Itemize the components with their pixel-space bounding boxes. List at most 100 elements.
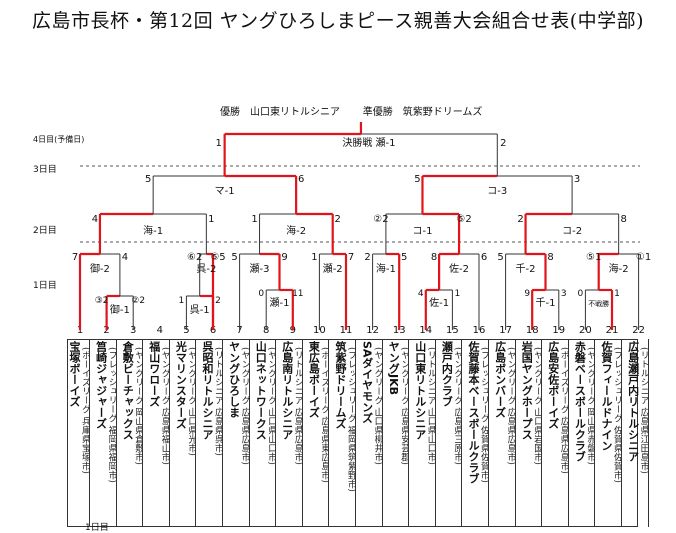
score-semi-right-left: 5 xyxy=(414,174,420,185)
team-column: 広島安佐ボーイズ(ボーイズリーグ 広島県広島市) xyxy=(547,339,569,527)
team-name: 広島南リトルシニア xyxy=(280,341,294,440)
team-table xyxy=(67,339,638,527)
score-p5-right: 3 xyxy=(561,289,567,299)
team-name: 広島ボンバーズ xyxy=(493,341,507,418)
team-column: SAダイヤモンズ(ヤングリーグ 山口県柳井市) xyxy=(361,339,383,527)
score-r2-right: ⑤5 xyxy=(210,252,225,263)
score-q1-left: 4 xyxy=(92,214,98,225)
team-number: 17 xyxy=(499,325,512,336)
team-league: (ヤングリーグ 山口県岩国市) xyxy=(532,347,543,465)
team-league: (ボーイズリーグ 広島県東広島市) xyxy=(319,347,330,483)
team-league: (フレッシュリーグ 福岡県福岡市) xyxy=(106,347,117,483)
team-number: 1 xyxy=(77,325,83,336)
team-league: (ヤングリーグ 広島県広島市) xyxy=(505,347,516,465)
team-name: 宝塚ボーイズ xyxy=(68,341,81,407)
score-semi-right-right: 3 xyxy=(574,174,580,185)
day-label-1: 1日目 xyxy=(33,280,57,291)
team-number: 10 xyxy=(313,325,326,336)
venue-q1: 海-1 xyxy=(143,224,163,237)
team-league: (ボーイズリーグ 広島県広島市) xyxy=(558,347,569,474)
page-title: 広島市長杯・第12回 ヤングひろしまピース親善大会組合せ表(中学部) xyxy=(31,10,645,32)
team-league: (フレッシュリーグ 福岡県筑紫野市) xyxy=(346,347,356,492)
team-number: 11 xyxy=(340,325,353,336)
team-league: (ヤングリーグ 広島県広島市) xyxy=(239,347,250,465)
team-number: 15 xyxy=(446,325,459,336)
team-number: 14 xyxy=(419,325,432,336)
team-column: 山口ネットワークス(ヤングリーグ 山口県山口市) xyxy=(254,339,277,527)
score-q2-right: 2 xyxy=(335,214,341,225)
final-venue: 決勝戦 瀬-1 xyxy=(342,136,395,149)
bottom-day-label: 1日目 xyxy=(85,523,109,533)
team-column: 佐賀フィールドナイン(フレッシュリーグ 佐賀県佐賀市) xyxy=(600,339,622,527)
team-column: 東広島ボーイズ(ボーイズリーグ 広島県東広島市) xyxy=(307,339,330,527)
team-name: 呉昭和リトルシニア xyxy=(201,341,214,440)
team-column: 筑紫野ドリームズ(フレッシュリーグ 福岡県筑紫野市) xyxy=(334,339,356,527)
team-column: ヤングJKB(ヤングリーグ 広島県安芸郡) xyxy=(387,339,410,527)
venue-q2: 海-2 xyxy=(286,224,306,237)
score-r8-right: ①1 xyxy=(636,252,651,263)
venue-p4: 佐-1 xyxy=(429,297,449,309)
score-r5-left: 2 xyxy=(364,252,370,263)
team-name: 岩国ヤングホープス xyxy=(520,341,534,440)
score-r2-left: ⑥2 xyxy=(187,252,202,263)
score-p1-right: ②2 xyxy=(131,296,145,306)
team-column: 広島ボンバーズ(ヤングリーグ 広島県広島市) xyxy=(494,339,516,527)
team-number: 6 xyxy=(210,325,216,336)
team-column: ヤングひろしま(ヤングリーグ 広島県広島市) xyxy=(228,339,250,527)
team-league: (ヤングリーグ 山口県光市) xyxy=(186,347,197,456)
score-q3-left: ②2 xyxy=(373,214,388,225)
score-r5-right: 5 xyxy=(401,252,407,263)
team-league: (ヤングリーグ 広島県安芸郡) xyxy=(399,347,410,465)
winner-team: 山口東リトルシニア xyxy=(250,107,340,118)
team-name: 筑紫野ドリームズ xyxy=(334,341,347,429)
team-name: ヤングひろしま xyxy=(227,341,241,418)
venue-r7: 千-2 xyxy=(516,263,536,275)
team-league: (リトルシニア 広島県広島市) xyxy=(292,347,303,465)
team-column: 倉敷ビーチャックス(ヤングリーグ 岡山県倉敷市) xyxy=(121,339,144,527)
score-semi-left-right: 6 xyxy=(298,174,304,185)
score-q2-left: 1 xyxy=(251,214,257,225)
team-number: 12 xyxy=(366,325,379,336)
team-number: 18 xyxy=(526,325,539,336)
team-number: 3 xyxy=(130,325,136,336)
venue-r8: 海-2 xyxy=(609,262,629,275)
team-league: (ヤングリーグ 広島県福山市) xyxy=(159,347,170,465)
venue-q4: コ-2 xyxy=(562,226,582,237)
score-r6-left: 8 xyxy=(431,252,437,263)
team-league: (フレッシュリーグ 佐賀県佐賀市) xyxy=(479,347,489,483)
team-number: 21 xyxy=(606,325,619,336)
day-label-4: 4日目(予備日) xyxy=(33,134,84,144)
venue-r4: 瀬-2 xyxy=(323,263,343,275)
venue-p3: 瀬-1 xyxy=(270,297,290,309)
result-line: 優勝山口東リトルシニア 準優勝筑紫野ドリームズ xyxy=(220,103,520,118)
team-league: (ヤングリーグ 岡山県倉敷市) xyxy=(133,347,144,465)
score-p4-left: 4 xyxy=(418,289,424,299)
team-column: 呉昭和リトルシニア(リトルシニア 広島県呉市) xyxy=(201,339,223,527)
team-column: 佐賀藤本ベースボールクラブ(フレッシュリーグ 佐賀県佐賀市) xyxy=(467,339,489,527)
score-r6-right: 6 xyxy=(481,252,487,263)
team-name: 山口東リトルシニア xyxy=(413,341,427,440)
score-q4-right: 8 xyxy=(620,214,626,225)
venue-semi-right: コ-3 xyxy=(487,186,507,197)
team-name: 瀬戸内クラブ xyxy=(440,341,454,407)
team-column: 瀬戸内クラブ(ヤングリーグ 広島県三原市) xyxy=(440,339,463,527)
score-p1-left: ③2 xyxy=(95,296,109,306)
venue-r3: 瀬-3 xyxy=(250,263,270,275)
runner-label: 準優勝 xyxy=(362,107,393,118)
score-p6-right: 1 xyxy=(614,289,620,299)
score-p6-left: 0 xyxy=(578,289,584,299)
team-name: 赤磐ベースボールクラブ xyxy=(573,341,587,462)
team-league: (リトルシニア 広島県江田島市) xyxy=(638,347,649,474)
team-league: (ヤングリーグ 岡山県赤磐市) xyxy=(585,347,596,465)
team-number: 4 xyxy=(157,325,163,336)
venue-p1: 御-1 xyxy=(110,303,130,316)
team-number: 9 xyxy=(290,325,296,336)
venue-p6: 不戦勝 xyxy=(588,299,609,308)
score-p2-left: 1 xyxy=(179,296,185,306)
team-name: 広島安佐ボーイズ xyxy=(546,341,560,429)
venue-r5: 海-1 xyxy=(376,262,396,275)
score-semi-left-left: 5 xyxy=(145,174,151,185)
venue-p2: 呉-1 xyxy=(190,304,210,316)
team-number: 5 xyxy=(183,325,189,336)
team-league: (リトルシニア 広島県呉市) xyxy=(213,347,223,456)
